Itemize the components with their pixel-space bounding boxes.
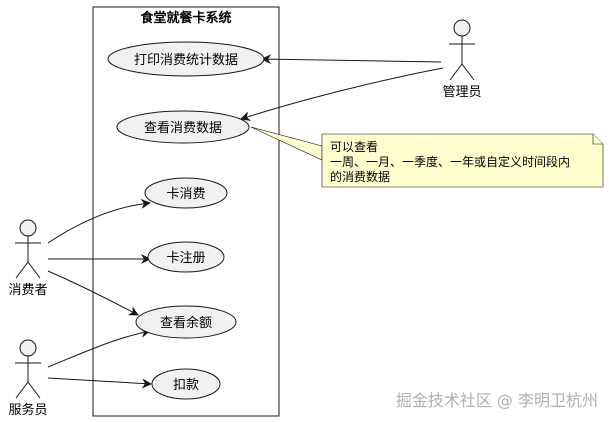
actor-staff-icon <box>15 339 41 399</box>
actor-admin[interactable]: 管理员 <box>442 19 482 100</box>
use-case-check-balance[interactable]: 查看余额 <box>135 305 237 339</box>
use-case-view-data[interactable]: 查看消费数据 <box>116 110 250 144</box>
edges <box>47 54 444 389</box>
use-case-check-balance-label: 查看余额 <box>160 315 212 331</box>
note-connector <box>250 126 323 161</box>
use-case-deduct[interactable]: 扣款 <box>151 368 221 400</box>
use-case-print-stats-label: 打印消费统计数据 <box>134 53 238 68</box>
note-line-1: 可以查看 <box>330 140 378 154</box>
edge-admin-print <box>261 54 442 65</box>
note: 可以查看 一周、一月、一季度、一年或自定义时间段内 的消费数据 <box>321 133 604 188</box>
system-boundary <box>92 6 280 417</box>
use-case-card-consume[interactable]: 卡消费 <box>144 177 228 209</box>
edge-admin-view <box>240 67 444 122</box>
edge-consumer-balance <box>47 270 139 316</box>
use-case-card-consume-label: 卡消费 <box>166 187 205 202</box>
actor-admin-label: 管理员 <box>442 85 481 100</box>
use-case-card-register-label: 卡注册 <box>166 251 205 266</box>
note-line-2: 一周、一月、一季度、一年或自定义时间段内 <box>330 154 570 169</box>
use-case-card-register[interactable]: 卡注册 <box>147 241 225 273</box>
actor-consumer-label: 消费者 <box>8 283 47 298</box>
actor-consumer[interactable]: 消费者 <box>8 219 48 298</box>
edge-staff-deduct <box>47 377 152 389</box>
use-case-view-data-label: 查看消费数据 <box>144 120 222 136</box>
actor-staff-label: 服务员 <box>8 402 47 418</box>
system-title: 食堂就餐卡系统 <box>140 10 231 26</box>
use-case-deduct-label: 扣款 <box>173 378 199 393</box>
edge-consumer-consume <box>47 198 151 244</box>
actor-admin-icon <box>449 19 475 81</box>
actor-staff[interactable]: 服务员 <box>8 339 48 418</box>
actor-consumer-icon <box>15 219 41 279</box>
note-line-3: 的消费数据 <box>330 169 390 184</box>
use-case-print-stats[interactable]: 打印消费统计数据 <box>107 41 265 77</box>
watermark: 掘金技术社区 @ 李明卫杭州 <box>396 391 598 410</box>
edge-staff-balance <box>47 327 151 368</box>
